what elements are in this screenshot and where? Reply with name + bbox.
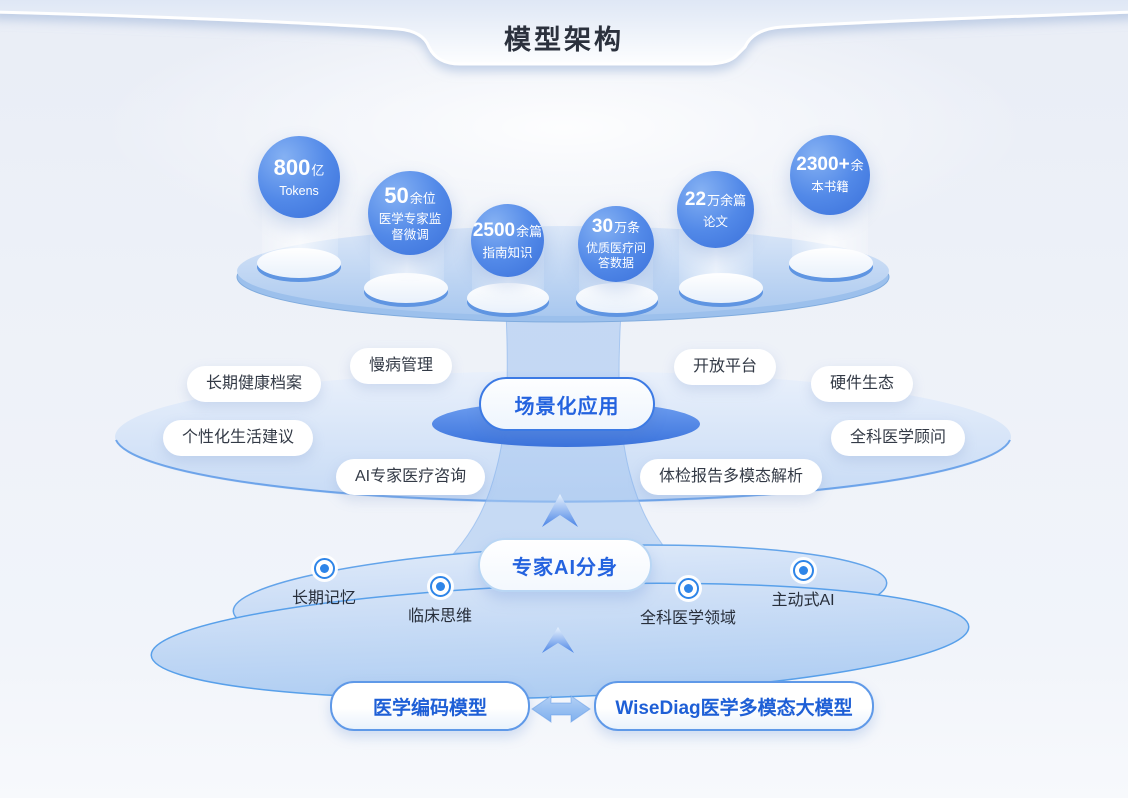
data-sphere-qa-data: 30万条 优质医疗问答数据 (578, 206, 654, 282)
scenario-tag-open-platform: 开放平台 (674, 349, 777, 385)
header-banner-shape (0, 0, 1128, 66)
capability-long-term-memory: 长期记忆 (249, 558, 399, 608)
dot-ring-icon (792, 560, 814, 581)
scenario-tag-gp-advisor: 全科医学顾问 (831, 420, 966, 456)
dot-ring-icon (677, 578, 699, 599)
data-sphere-books: 2300+余 本书籍 (790, 135, 870, 215)
dot-ring-icon (313, 558, 335, 579)
capability-proactive-ai: 主动式AI (728, 560, 878, 610)
dot-ring-icon (429, 576, 451, 597)
data-sphere-papers: 22万余篇 论文 (677, 171, 754, 248)
capability-clinical-thinking: 临床思维 (365, 576, 515, 626)
agent-hub-pill: 专家AI分身 (478, 538, 652, 592)
data-sphere-experts: 50余位 医学专家监督微调 (368, 171, 452, 255)
data-sphere-guidelines: 2500余篇 指南知识 (471, 204, 544, 277)
scenario-tag-health-records: 长期健康档案 (187, 366, 322, 402)
scenario-hub-pill: 场景化应用 (479, 377, 655, 431)
capability-general-medicine: 全科医学领域 (613, 578, 763, 628)
scenario-tag-ai-consultation: AI专家医疗咨询 (336, 459, 486, 495)
up-arrow-icon (542, 494, 578, 527)
model-pill-medical-coding: 医学编码模型 (330, 681, 530, 731)
page-title: 模型架构 (504, 25, 624, 55)
up-arrow-icon (542, 627, 574, 653)
model-pill-wisediag: WiseDiag医学多模态大模型 (594, 681, 874, 731)
data-sphere-tokens: 800亿 Tokens (258, 136, 340, 218)
scenario-tag-hardware-eco: 硬件生态 (811, 366, 914, 402)
sphere-pedestals (257, 248, 873, 317)
scenario-tag-chronic-disease: 慢病管理 (350, 348, 453, 384)
double-arrow-icon (531, 695, 591, 723)
scenario-tag-report-parsing: 体检报告多模态解析 (640, 459, 823, 495)
scenario-tag-lifestyle-advice: 个性化生活建议 (163, 420, 314, 456)
